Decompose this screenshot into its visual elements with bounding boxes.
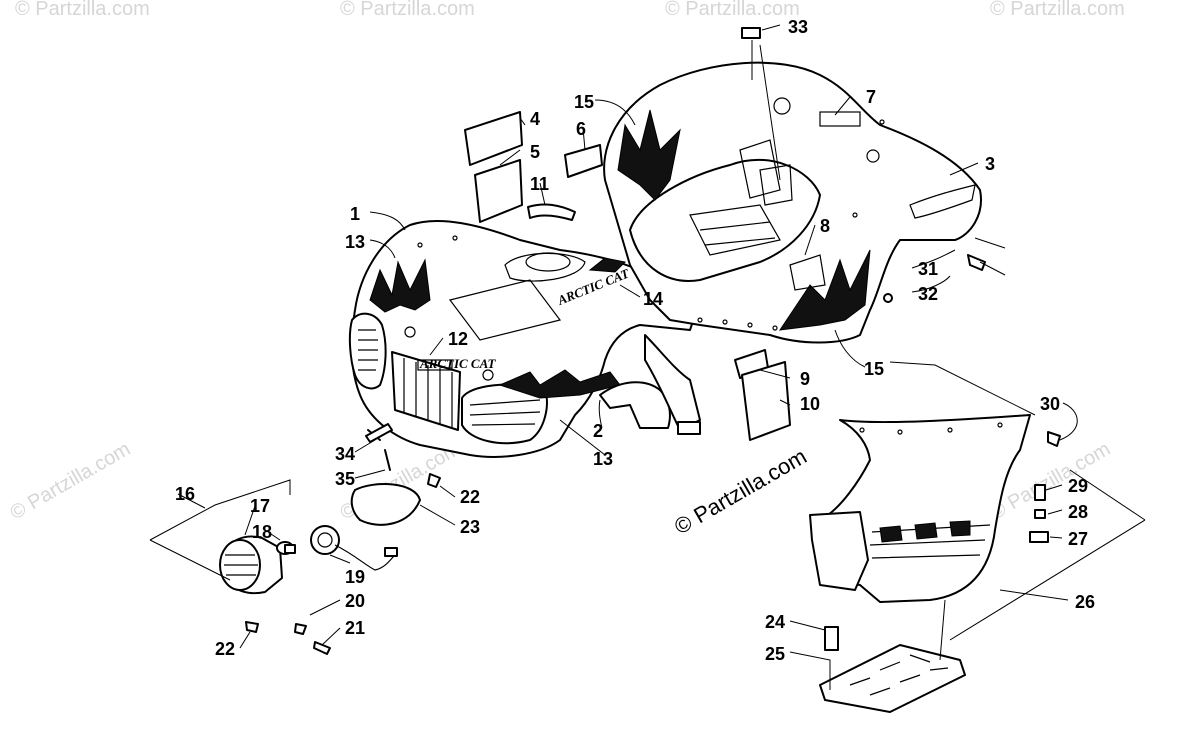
callout-3: 3 [985,154,995,174]
callout-26: 26 [1075,592,1095,612]
callout-7: 7 [866,87,876,107]
callout-25: 25 [765,644,785,664]
watermark-faint: © Partzilla.com [990,0,1125,20]
callout-24: 24 [765,612,785,632]
watermark-main: © Partzilla.com [670,444,811,540]
callout-12: 12 [448,329,468,349]
callout-18: 18 [252,522,272,542]
watermark-faint: © Partzilla.com [340,0,475,20]
callout-28: 28 [1068,502,1088,522]
front-splash-part-2 [599,334,701,435]
callout-22-right: 22 [460,487,480,507]
callout-17: 17 [250,496,270,516]
fasteners [245,27,1061,655]
watermark-faint: © Partzilla.com [665,0,800,20]
callout-labels: 1 2 3 4 5 6 7 8 9 10 11 12 13 13 14 15 1… [175,17,1095,664]
callout-14: 14 [643,289,663,309]
callout-35: 35 [335,469,355,489]
callout-10: 10 [800,394,820,414]
callout-16: 16 [175,484,195,504]
callout-22-left: 22 [215,639,235,659]
leader-lines [149,24,1146,690]
callout-19: 19 [345,567,365,587]
callout-32: 32 [918,284,938,304]
callout-6: 6 [576,119,586,139]
callout-13-lower: 13 [593,449,613,469]
callout-20: 20 [345,591,365,611]
callout-4: 4 [530,109,540,129]
callout-1: 1 [350,204,360,224]
callout-27: 27 [1068,529,1088,549]
loose-decals [464,111,791,441]
callout-29: 29 [1068,476,1088,496]
rear-fender-part-3 [603,61,982,344]
footrest-part-25 [819,644,966,713]
watermark-faint: © Partzilla.com [15,0,150,20]
callout-2: 2 [593,421,603,441]
callout-21: 21 [345,618,365,638]
callout-33: 33 [788,17,808,37]
callout-9: 9 [800,369,810,389]
callout-15-upper: 15 [574,92,594,112]
front-fender-part-1: ARCTIC CAT ARCTIC CAT [348,219,701,458]
callout-31: 31 [918,259,938,279]
callout-34: 34 [335,444,355,464]
front-badge: ARCTIC CAT [419,356,497,371]
callout-13-upper: 13 [345,232,365,252]
callout-30: 30 [1040,394,1060,414]
callout-11: 11 [530,174,549,194]
callout-15-lower: 15 [864,359,884,379]
callout-8: 8 [820,216,830,236]
footwell-panel-part-26 [809,414,1031,603]
callout-23: 23 [460,517,480,537]
watermark-faint: © Partzilla.com [7,438,135,524]
callout-5: 5 [530,142,540,162]
